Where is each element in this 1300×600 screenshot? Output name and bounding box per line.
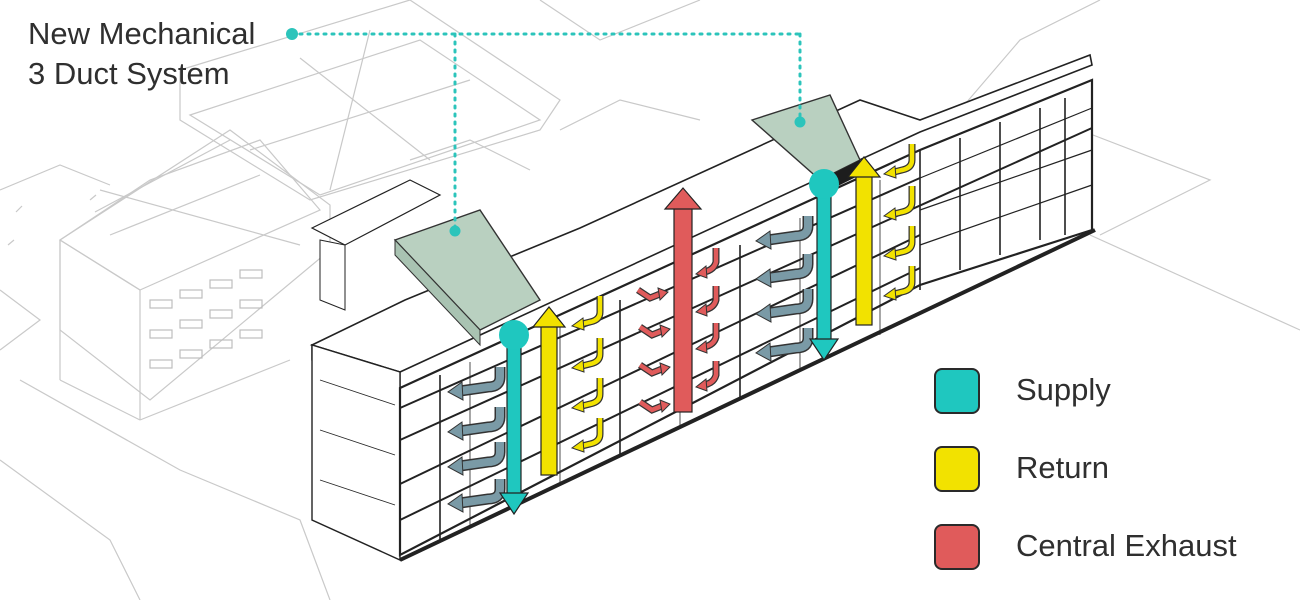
legend-item-supply: Supply — [934, 368, 1274, 414]
exhaust-hook-left-1 — [636, 287, 669, 302]
return-hook-right-4 — [882, 266, 916, 301]
exhaust-hook-right-1 — [694, 248, 720, 279]
central-exhaust-swatch — [934, 524, 980, 570]
exhaust-hooks — [636, 248, 720, 414]
callout-line-2: 3 Duct System — [28, 56, 230, 91]
duct-shaft-left — [393, 209, 542, 347]
legend-item-central-exhaust: Central Exhaust — [934, 524, 1274, 570]
return-hook-left-4 — [570, 418, 604, 453]
return-hook-right-3 — [882, 226, 916, 261]
callout-leader — [290, 32, 802, 230]
return-hook-left-1 — [570, 296, 604, 331]
return-riser-right — [846, 156, 882, 326]
supply-swatch — [934, 368, 980, 414]
supply-branch-left-1 — [447, 367, 506, 401]
supply-branch-left-4 — [447, 479, 506, 513]
callout-dot-right — [794, 116, 806, 128]
supply-branches — [447, 216, 814, 513]
legend-label-central-exhaust: Central Exhaust — [1016, 528, 1237, 563]
supply-branch-left-2 — [447, 407, 506, 441]
return-hook-right-1 — [882, 144, 916, 179]
callout-dot — [286, 28, 298, 40]
return-swatch — [934, 446, 980, 492]
supply-branch-right-4 — [755, 328, 814, 362]
supply-branch-right-3 — [755, 289, 814, 323]
exhaust-hook-right-2 — [694, 286, 720, 317]
return-hook-left-3 — [570, 378, 604, 413]
supply-riser-left — [498, 320, 530, 516]
callout-label: New Mechanical 3 Duct System — [28, 14, 255, 94]
supply-branch-right-1 — [755, 216, 814, 250]
exhaust-hook-left-3 — [638, 362, 671, 377]
exhaust-riser — [663, 187, 703, 413]
callout-dot-left — [449, 225, 461, 237]
legend-label-return: Return — [1016, 450, 1110, 485]
legend-label-supply: Supply — [1016, 372, 1111, 407]
exhaust-hook-right-3 — [694, 323, 720, 354]
callout-line-1: New Mechanical — [28, 16, 256, 51]
exhaust-hook-left-4 — [638, 399, 671, 414]
return-hook-left-2 — [570, 338, 604, 373]
supply-branch-right-2 — [755, 254, 814, 288]
return-riser-left — [531, 306, 567, 476]
legend-item-return: Return — [934, 446, 1274, 492]
supply-riser-right — [808, 169, 840, 362]
return-hook-right-2 — [882, 186, 916, 221]
return-hooks — [570, 144, 916, 453]
exhaust-hook-right-4 — [694, 361, 720, 392]
supply-branch-left-3 — [447, 442, 506, 476]
exhaust-hook-left-2 — [638, 324, 671, 339]
